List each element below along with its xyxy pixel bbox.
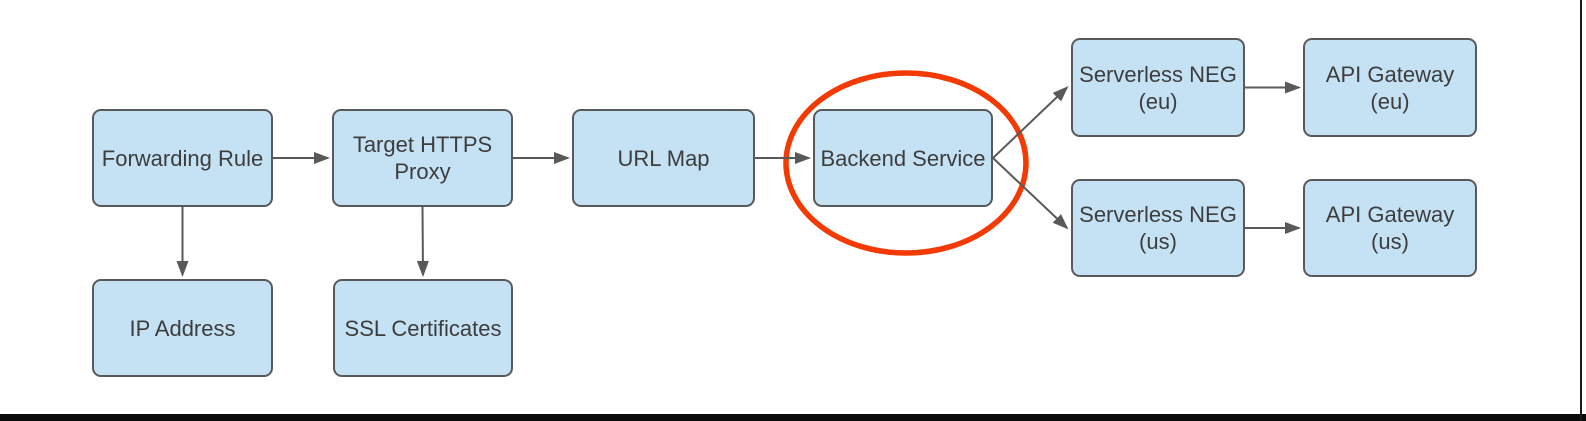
node-forwarding-rule-label: Forwarding Rule: [101, 145, 264, 171]
node-ip-address-label: IP Address: [129, 315, 236, 341]
page-border-right: [1580, 0, 1582, 421]
connector-backend_service-serverless_neg_eu: [992, 86, 1069, 159]
node-api-gateway-us-label: API Gateway (us): [1325, 202, 1455, 254]
node-backend-service-label: Backend Service: [820, 145, 986, 171]
node-forwarding-rule[interactable]: Forwarding Rule: [92, 109, 273, 207]
node-target-https-proxy-label: Target HTTPS Proxy: [352, 132, 493, 184]
node-serverless-neg-eu[interactable]: Serverless NEG (eu): [1071, 38, 1245, 137]
node-ip-address[interactable]: IP Address: [92, 279, 273, 377]
node-serverless-neg-us-label: Serverless NEG (us): [1079, 202, 1237, 254]
node-serverless-neg-us[interactable]: Serverless NEG (us): [1071, 179, 1245, 277]
node-target-https-proxy[interactable]: Target HTTPS Proxy: [332, 109, 513, 207]
node-url-map[interactable]: URL Map: [572, 109, 755, 207]
connector-backend_service-serverless_neg_us: [992, 157, 1069, 230]
node-ssl-certificates[interactable]: SSL Certificates: [333, 279, 513, 377]
connector-target_https_proxy-ssl_certificates: [416, 206, 429, 277]
highlight-ellipse[interactable]: [783, 70, 1029, 256]
node-ssl-certificates-label: SSL Certificates: [344, 315, 502, 341]
node-backend-service[interactable]: Backend Service: [813, 109, 993, 207]
node-serverless-neg-eu-label: Serverless NEG (eu): [1079, 61, 1237, 114]
node-url-map-label: URL Map: [617, 145, 710, 171]
page-border-bottom: [0, 414, 1586, 421]
node-api-gateway-us[interactable]: API Gateway (us): [1303, 179, 1477, 277]
node-api-gateway-eu-label: API Gateway (eu): [1325, 61, 1455, 114]
node-api-gateway-eu[interactable]: API Gateway (eu): [1303, 38, 1477, 137]
